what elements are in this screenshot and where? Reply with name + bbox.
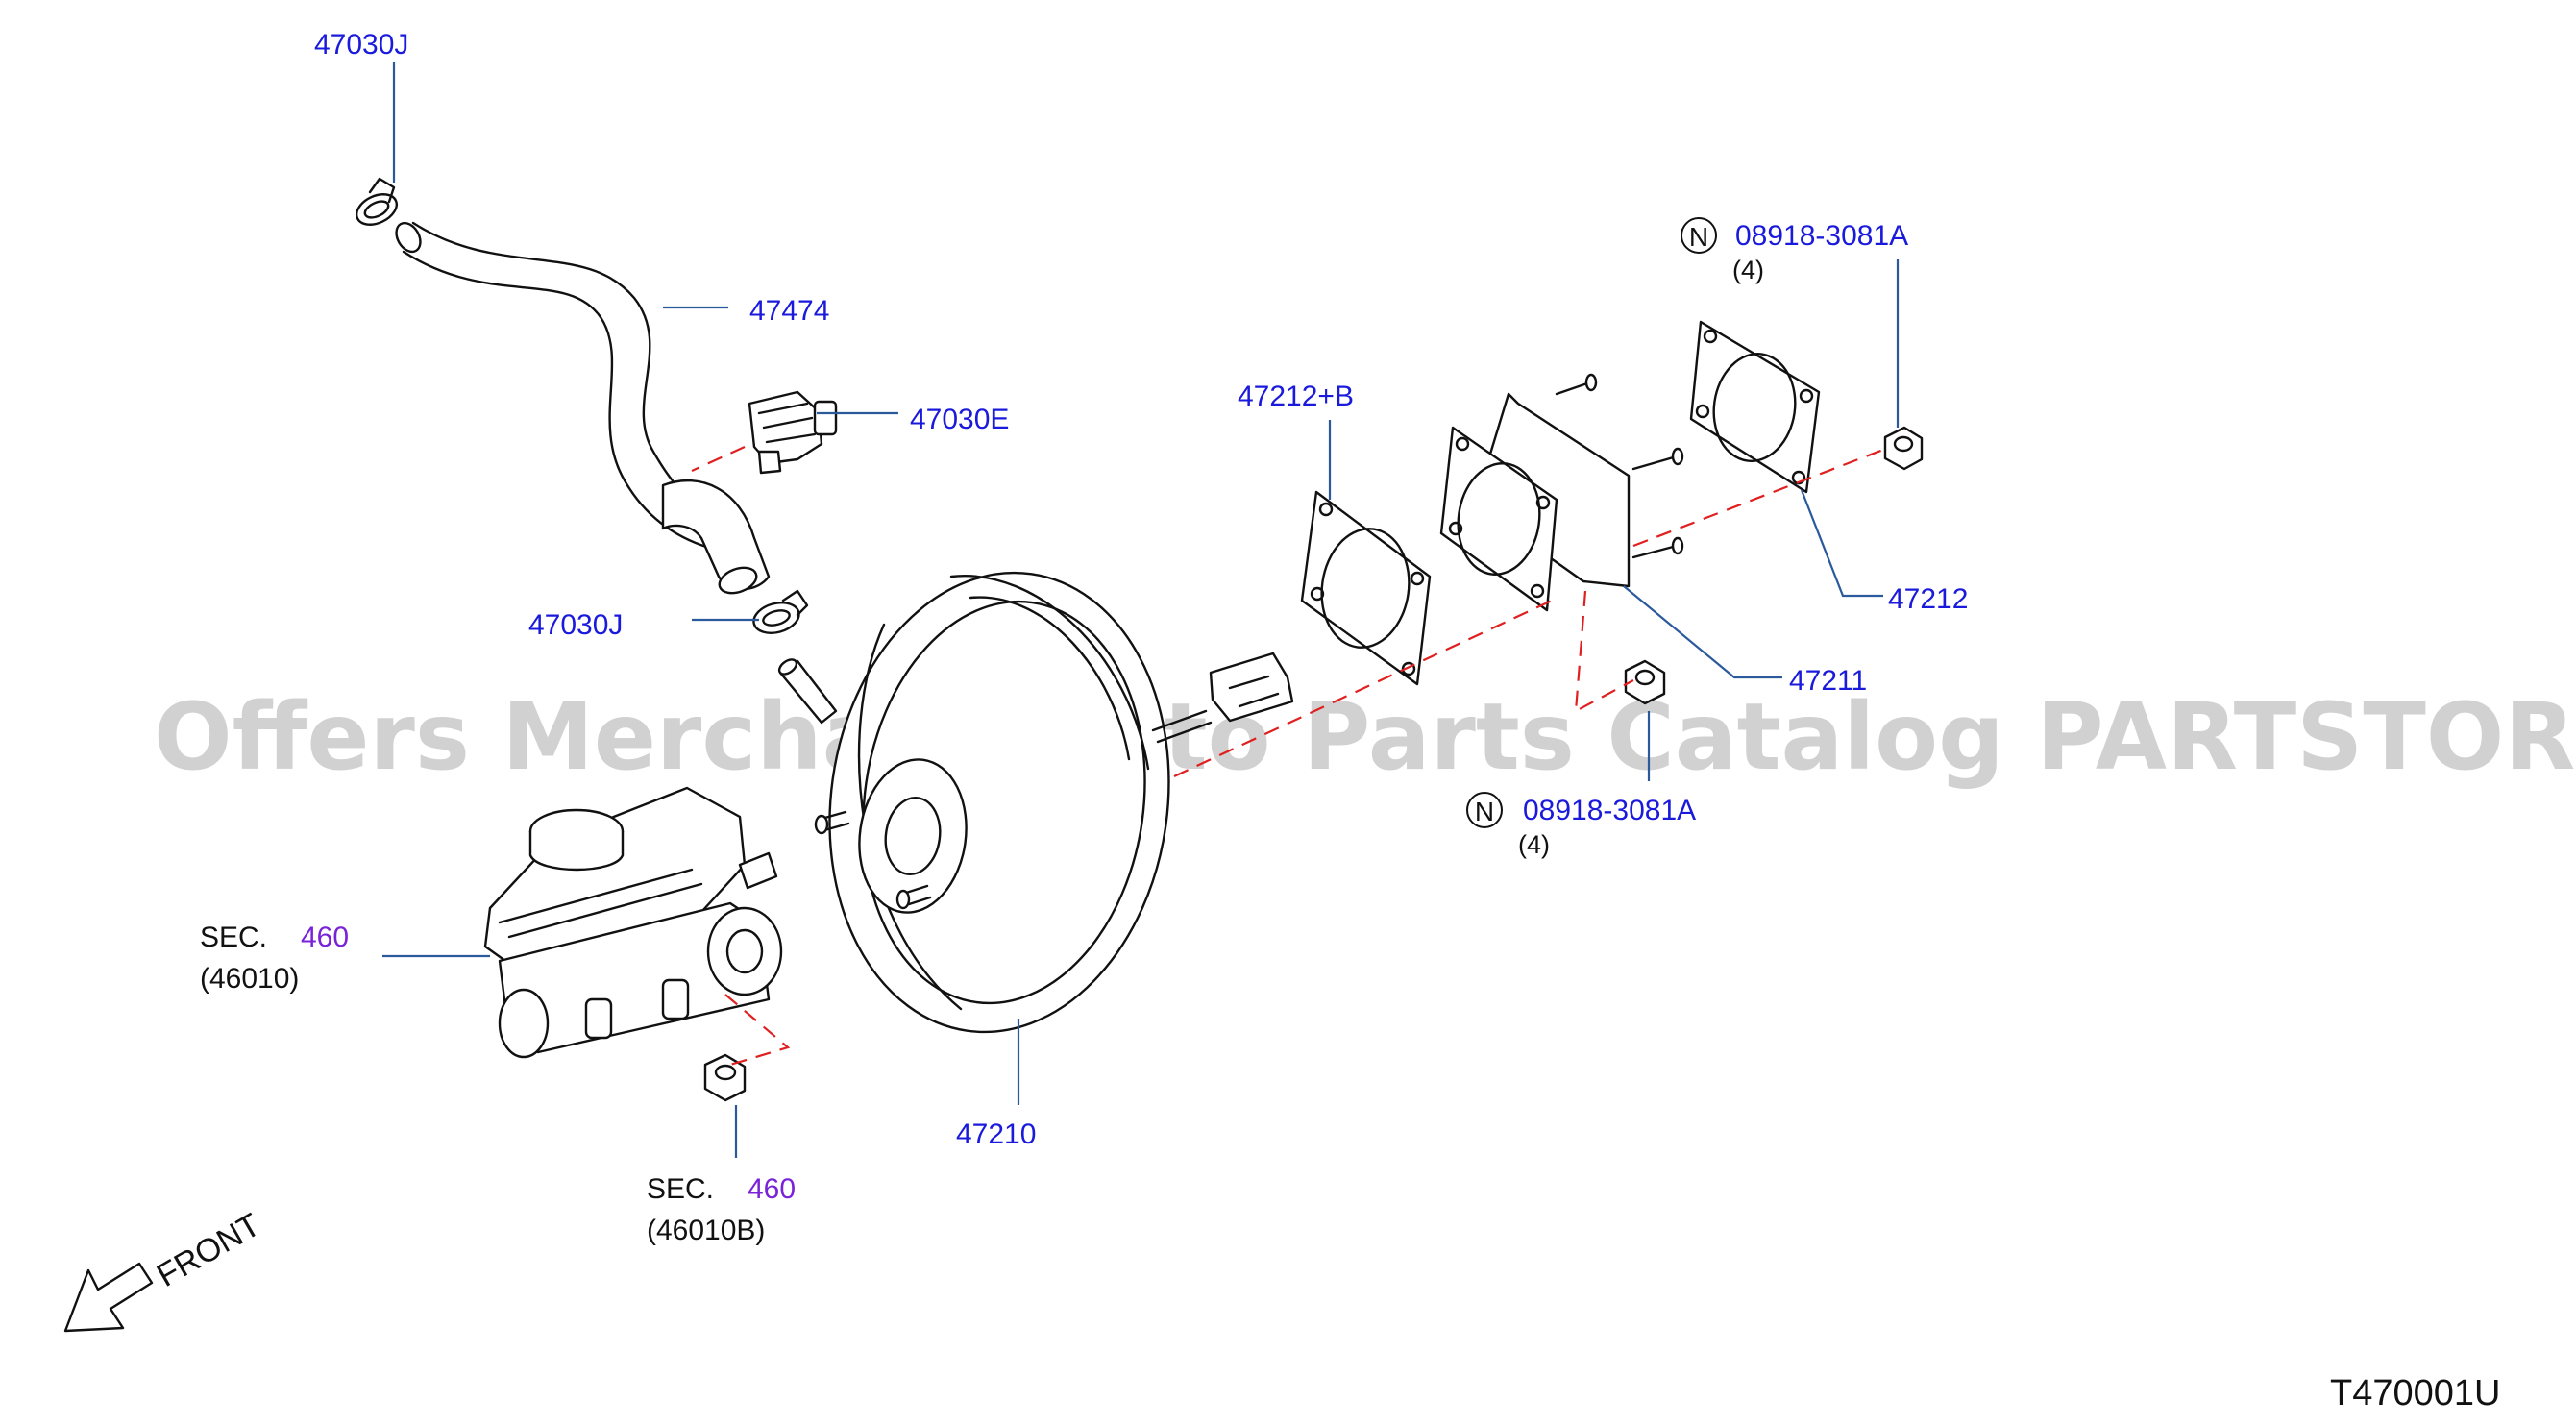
- note-n-letter-lower: N: [1475, 797, 1494, 826]
- vacuum-hose[interactable]: [391, 219, 771, 598]
- note-n-letter-top: N: [1689, 222, 1708, 252]
- spacer[interactable]: [1439, 373, 1684, 612]
- gasket-front[interactable]: [1300, 490, 1432, 686]
- clamp-top[interactable]: [352, 177, 402, 231]
- callout-gasket-front[interactable]: 47212+B: [1238, 381, 1354, 412]
- callout-nut-top-qty: (4): [1732, 256, 1764, 284]
- callout-nut-lower-part[interactable]: 08918-3081A: [1523, 795, 1696, 826]
- note-n-badge-top: [1681, 217, 1717, 254]
- callout-hose[interactable]: 47474: [749, 295, 829, 327]
- nut-cylinder[interactable]: [703, 1053, 747, 1102]
- sec-ref-nut-code: (46010B): [647, 1215, 765, 1246]
- brake-booster[interactable]: [776, 551, 1294, 1054]
- clamp-lower[interactable]: [750, 589, 809, 638]
- check-valve[interactable]: [748, 390, 838, 475]
- callout-nut-top-part[interactable]: 08918-3081A: [1735, 220, 1908, 252]
- callout-clamp-lower[interactable]: 47030J: [528, 609, 623, 641]
- gasket-rear[interactable]: [1689, 320, 1821, 494]
- sec-ref-nut-section[interactable]: 460: [748, 1173, 796, 1205]
- nut-top[interactable]: [1883, 426, 1924, 471]
- nut-lower[interactable]: [1624, 659, 1666, 705]
- sec-ref-master-prefix: SEC.: [200, 922, 267, 953]
- callout-check-valve[interactable]: 47030E: [910, 404, 1009, 435]
- callout-nut-lower-qty: (4): [1518, 830, 1550, 859]
- sec-ref-nut-prefix: SEC.: [647, 1173, 714, 1205]
- watermark-text: Offers Merchant Auto Parts Catalog PARTS…: [154, 683, 2576, 791]
- callout-gasket-rear[interactable]: 47212: [1888, 583, 1968, 615]
- sec-ref-master-code: (46010): [200, 963, 299, 995]
- note-n-badge-lower: [1466, 792, 1503, 828]
- front-label: FRONT: [151, 1206, 266, 1293]
- diagram-id: T470001U: [2330, 1373, 2500, 1414]
- callout-booster[interactable]: 47210: [956, 1119, 1036, 1150]
- callout-clamp-top[interactable]: 47030J: [314, 29, 408, 61]
- callout-spacer[interactable]: 47211: [1789, 665, 1867, 697]
- front-arrow-icon: [63, 1262, 154, 1333]
- master-cylinder[interactable]: [483, 786, 783, 1059]
- sec-ref-master-section[interactable]: 460: [301, 922, 349, 953]
